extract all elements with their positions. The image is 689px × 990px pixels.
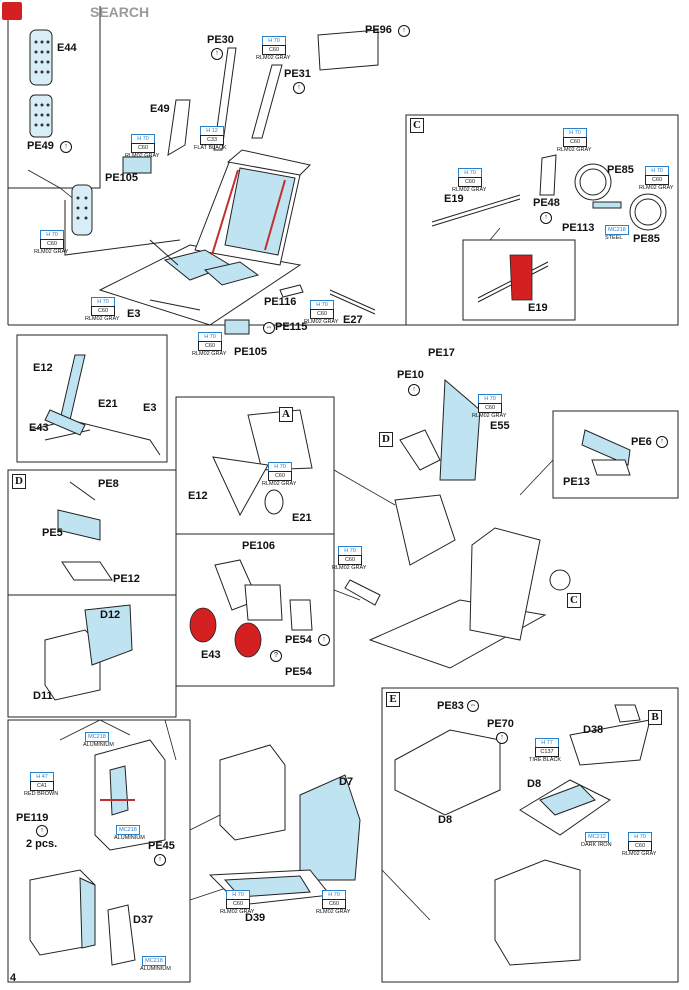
label-pe10: PE10: [397, 369, 424, 381]
label-pe5: PE5: [42, 527, 63, 539]
section-letter-d: D: [12, 474, 26, 489]
section-letter-c-callout: C: [567, 593, 581, 608]
section-c-frame: [405, 114, 679, 326]
e19-inset-frame: [462, 239, 576, 321]
label-d7: D7: [339, 776, 354, 788]
label-d8-right: D8: [527, 778, 542, 790]
bend-up-icon: ↑: [318, 634, 330, 646]
e12-e21-frame: [16, 334, 168, 463]
bend-up-icon: ↑: [293, 82, 305, 94]
bend-question-icon: ?: [270, 650, 282, 662]
watermark: SEARCH: [0, 0, 160, 26]
page-number: 4: [10, 972, 17, 984]
label-d38: D38: [583, 724, 604, 736]
label-pe31: PE31: [284, 68, 311, 80]
label-pe45: PE45: [148, 840, 175, 852]
section-letter-a: A: [279, 407, 293, 422]
e19-red-highlight: [509, 254, 533, 301]
bend-up-icon: ↑: [211, 48, 223, 60]
label-e21-section-a: E21: [292, 512, 312, 524]
label-pe119: PE119: [16, 812, 49, 824]
label-e21-frame: E21: [98, 398, 118, 410]
label-d11: D11: [33, 690, 53, 702]
label-pe17: PE17: [428, 347, 455, 359]
pe106-frame: [175, 533, 335, 687]
label-e55: E55: [490, 420, 510, 432]
label-d8-left: D8: [438, 814, 453, 826]
bend-both-icon: ⇔: [263, 322, 275, 334]
logo-icon: [2, 2, 22, 20]
bend-up-icon: ↑: [656, 436, 668, 448]
label-e19-inset: E19: [528, 302, 548, 314]
label-e3-main: E3: [127, 308, 141, 320]
watermark-text: SEARCH: [90, 4, 150, 20]
label-d39: D39: [245, 912, 266, 924]
label-pe83: PE83: [437, 700, 464, 712]
label-e3-frame: E3: [143, 402, 157, 414]
label-pe48: PE48: [533, 197, 560, 209]
label-e44: E44: [57, 42, 77, 54]
label-pe85-a: PE85: [607, 164, 634, 176]
label-pe113: PE113: [562, 222, 595, 234]
section-letter-b: B: [648, 710, 662, 725]
label-pe54-b: PE54: [285, 666, 312, 678]
label-pe96: PE96: [365, 24, 392, 36]
label-pe85-b: PE85: [633, 233, 660, 245]
section-letter-d-callout: D: [379, 432, 393, 447]
label-e27: E27: [343, 314, 363, 326]
bend-up-icon: ↑: [36, 825, 48, 837]
label-pe105-bottom: PE105: [234, 346, 268, 358]
bend-up-icon: ↑: [398, 25, 410, 37]
label-pe30: PE30: [207, 34, 234, 46]
section-letter-c: C: [410, 118, 424, 133]
bend-up-icon: ↑: [60, 141, 72, 153]
label-pe54-a: PE54: [285, 634, 312, 646]
pe119-frame: [7, 719, 191, 983]
label-e12-frame: E12: [33, 362, 53, 374]
section-e-frame: [381, 687, 679, 983]
label-e12-section-a: E12: [188, 490, 208, 502]
bend-up-icon: ↑: [408, 384, 420, 396]
label-pe6: PE6: [631, 436, 652, 448]
pe6-frame: [552, 410, 679, 499]
label-pe106: PE106: [242, 540, 276, 552]
label-e43-frame: E43: [29, 422, 49, 434]
bend-up-icon: ↑: [540, 212, 552, 224]
label-e49: E49: [150, 103, 170, 115]
label-pe70: PE70: [487, 718, 514, 730]
e44-frame: [7, 6, 101, 189]
label-pe8: PE8: [98, 478, 119, 490]
label-pe119-qty: 2 pcs.: [26, 838, 58, 850]
label-e43-section: E43: [201, 649, 221, 661]
section-letter-e: E: [386, 692, 400, 707]
bend-both-icon: ⇔: [467, 700, 479, 712]
label-pe105-top: PE105: [105, 172, 139, 184]
label-pe12: PE12: [113, 573, 140, 585]
bend-up-icon: ↑: [154, 854, 166, 866]
label-pe116: PE116: [264, 296, 297, 308]
label-e19-section-c: E19: [444, 193, 464, 205]
label-d37: D37: [133, 914, 154, 926]
bend-up-icon: ↑: [496, 732, 508, 744]
label-d12: D12: [100, 609, 121, 621]
label-pe49: PE49: [27, 140, 54, 152]
label-pe13: PE13: [563, 476, 590, 488]
label-pe115: PE115: [275, 321, 308, 333]
